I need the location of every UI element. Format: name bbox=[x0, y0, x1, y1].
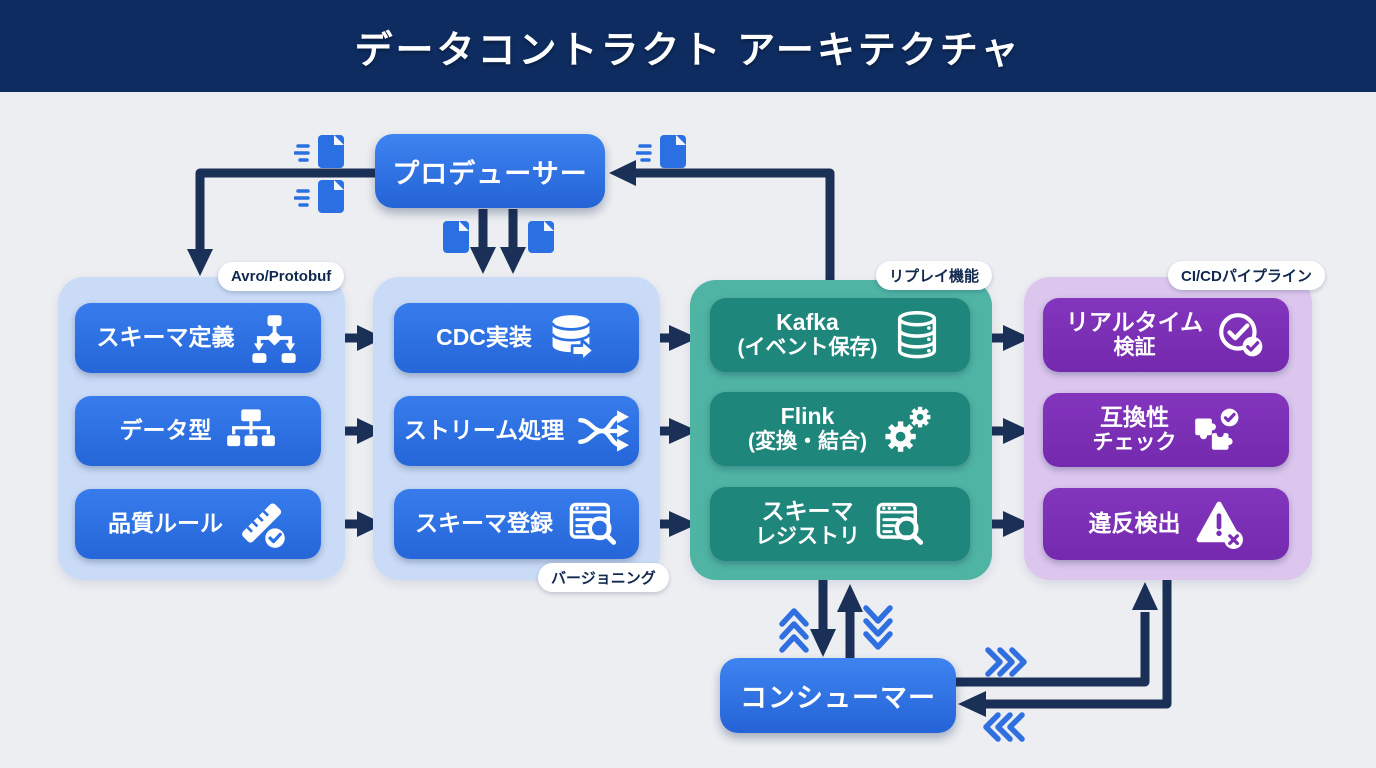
page-title: データコントラクト アーキテクチャ bbox=[354, 29, 1022, 72]
arrow-consumer-to-cicd bbox=[955, 612, 1150, 687]
document-icon bbox=[443, 221, 469, 253]
window-search-icon bbox=[873, 498, 925, 550]
flying-document-icon bbox=[636, 135, 686, 168]
box-violation-detection: 違反検出 bbox=[1043, 488, 1289, 560]
group-schema-contract: スキーマ定義 データ型 bbox=[58, 277, 345, 580]
box-sublabel: (変換・結合) bbox=[748, 430, 867, 454]
gears-icon bbox=[880, 403, 932, 455]
arrow-cicd-to-consumer bbox=[986, 580, 1172, 709]
badge-replay: リプレイ機能 bbox=[876, 261, 993, 290]
flying-document-icon bbox=[294, 180, 344, 213]
chevrons-down-icon bbox=[863, 605, 893, 650]
document-icon bbox=[528, 221, 554, 253]
flying-document-icon bbox=[294, 135, 344, 168]
ruler-check-icon bbox=[236, 498, 288, 550]
box-sublabel: チェック bbox=[1092, 431, 1177, 455]
chevrons-right-icon bbox=[985, 647, 1027, 677]
box-schema-registration: スキーマ登録 bbox=[394, 489, 639, 559]
box-label: スキーマ bbox=[761, 498, 854, 525]
box-kafka: Kafka (イベント保存) bbox=[710, 298, 970, 372]
box-label: スキーマ定義 bbox=[96, 324, 235, 351]
badge-label: Avro/Protobuf bbox=[231, 268, 332, 285]
chevrons-up-icon bbox=[779, 608, 809, 653]
box-schema-registry: スキーマ レジストリ bbox=[710, 487, 970, 561]
box-realtime-validation: リアルタイム 検証 bbox=[1043, 298, 1289, 372]
group-cicd-pipeline: リアルタイム 検証 互換性 チェック bbox=[1024, 277, 1312, 580]
database-export-icon bbox=[545, 312, 597, 364]
badge-label: リプレイ機能 bbox=[889, 268, 980, 285]
box-label: データ型 bbox=[119, 417, 212, 444]
window-search-icon bbox=[566, 498, 618, 550]
consumer-node: コンシューマー bbox=[720, 658, 956, 733]
flowchart-icon bbox=[248, 312, 300, 364]
box-label: CDC実装 bbox=[436, 324, 532, 351]
chevrons-left-icon bbox=[983, 712, 1025, 742]
chevron-decorations bbox=[779, 605, 1027, 742]
box-cdc-implementation: CDC実装 bbox=[394, 303, 639, 373]
consumer-label: コンシューマー bbox=[740, 683, 936, 713]
badge-cicd: CI/CDパイプライン bbox=[1168, 261, 1325, 290]
badge-avro-protobuf: Avro/Protobuf bbox=[218, 262, 345, 291]
puzzle-check-icon bbox=[1190, 405, 1240, 455]
arrowheads bbox=[187, 160, 1158, 717]
box-sublabel: (イベント保存) bbox=[737, 336, 878, 360]
database-stack-icon bbox=[891, 309, 943, 361]
producer-node: プロデューサー bbox=[375, 134, 605, 208]
box-stream-processing: ストリーム処理 bbox=[394, 396, 639, 466]
box-label: ストリーム処理 bbox=[403, 417, 565, 444]
shuffle-icon bbox=[577, 405, 630, 457]
group-streaming-platform: Kafka (イベント保存) Flink bbox=[690, 280, 992, 580]
box-label: 品質ルール bbox=[108, 510, 223, 537]
box-label: 互換性 bbox=[1100, 404, 1169, 431]
box-quality-rules: 品質ルール bbox=[75, 489, 321, 559]
badge-label: バージョニング bbox=[551, 570, 656, 587]
box-data-type: データ型 bbox=[75, 396, 321, 466]
box-sublabel: レジストリ bbox=[755, 525, 860, 549]
box-compatibility-check: 互換性 チェック bbox=[1043, 393, 1289, 467]
box-label: Kafka bbox=[776, 309, 839, 336]
badge-label: CI/CDパイプライン bbox=[1181, 268, 1312, 285]
arrow-platform-to-producer bbox=[636, 168, 835, 281]
arrow-producer-to-schema-group bbox=[195, 168, 375, 252]
box-schema-definition: スキーマ定義 bbox=[75, 303, 321, 373]
box-flink: Flink (変換・結合) bbox=[710, 392, 970, 466]
sitemap-icon bbox=[225, 405, 277, 457]
producer-label: プロデューサー bbox=[392, 158, 588, 189]
badge-versioning: バージョニング bbox=[538, 563, 669, 592]
box-label: リアルタイム bbox=[1065, 309, 1204, 336]
group-producer-implementation: CDC実装 ストリーム処理 bbox=[373, 277, 660, 580]
box-label: Flink bbox=[780, 403, 835, 430]
warning-x-icon bbox=[1194, 499, 1244, 549]
box-label: 違反検出 bbox=[1088, 510, 1181, 537]
header-bar: データコントラクト アーキテクチャ bbox=[0, 0, 1376, 92]
circle-check-icon bbox=[1216, 310, 1266, 360]
box-label: スキーマ登録 bbox=[415, 510, 553, 537]
box-sublabel: 検証 bbox=[1113, 336, 1156, 360]
